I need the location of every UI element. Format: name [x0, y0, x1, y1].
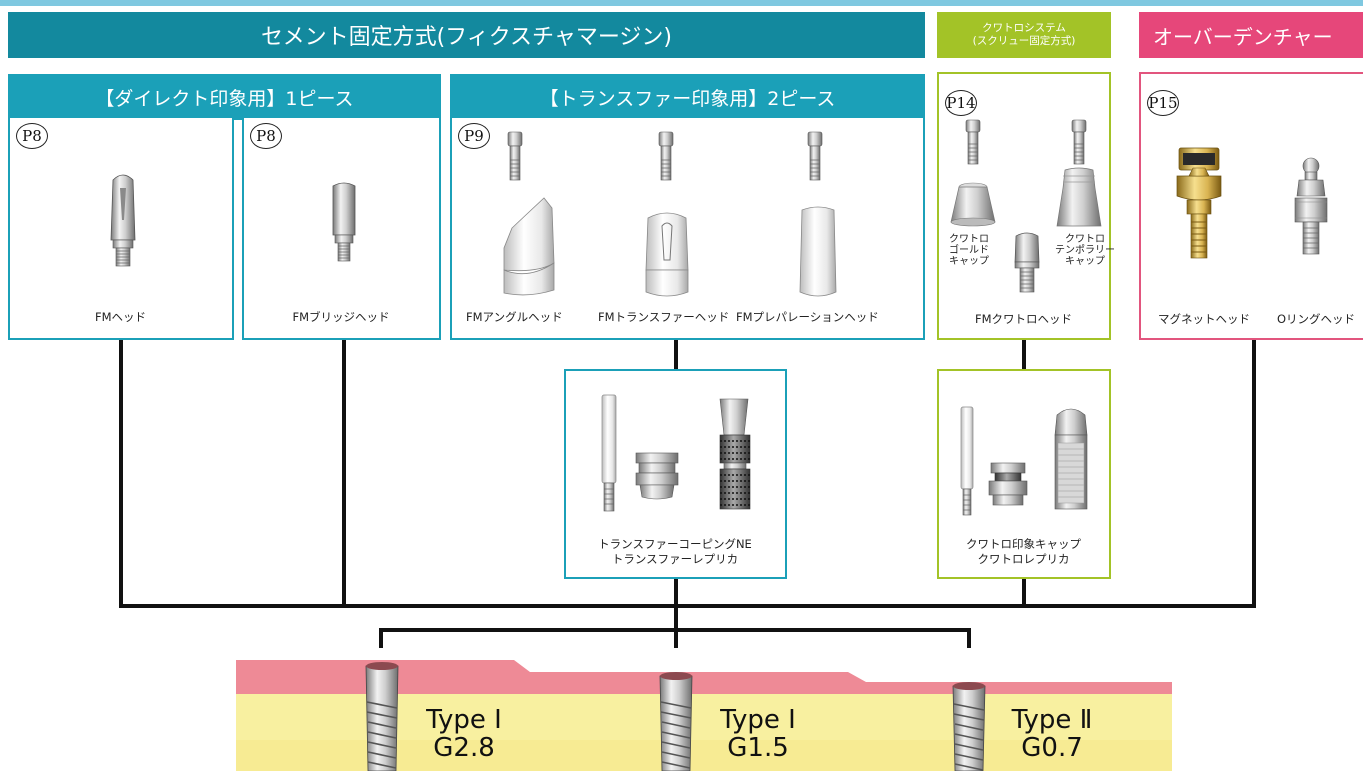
connector-line — [379, 628, 383, 648]
kuwatoro-impression-panel: クワトロ印象キャップ クワトロレプリカ — [937, 369, 1111, 579]
connector-line — [1022, 340, 1026, 369]
implant-type: Type Ⅰ — [426, 705, 502, 735]
fm-head-caption: FMヘッド — [94, 310, 147, 324]
screw-illustration — [658, 131, 674, 181]
connector-line — [119, 340, 123, 608]
implant-grade: G2.8 — [433, 733, 495, 763]
fm-head-illustration — [110, 174, 136, 267]
fm-angle-head-caption: FMアングルヘッド — [466, 310, 563, 324]
fm-transfer-head-caption: FMトランスファーヘッド — [598, 310, 730, 324]
screw-illustration — [807, 131, 823, 181]
connector-line — [674, 579, 678, 648]
cement-fixation-banner: セメント固定方式(フィクスチャマージン) — [8, 12, 925, 58]
direct-impression-header: 【ダイレクト印象用】1ピース — [8, 74, 441, 120]
implant-type: Type Ⅰ — [720, 705, 796, 735]
transfer-impression-title: 【トランスファー印象用】2ピース — [539, 87, 836, 110]
transfer-coping-panel: トランスファーコーピングNE トランスファーレプリカ — [564, 369, 787, 579]
screw-illustration — [1071, 119, 1087, 165]
o-ring-head-caption: Oリングヘッド — [1277, 312, 1356, 326]
connector-line — [1022, 579, 1026, 608]
overdenture-panel: P15 マグネットヘッド Oリングヘッド — [1139, 72, 1363, 340]
fm-head-panel: P8 FMヘッド — [8, 118, 234, 340]
page-ref-badge: P9 — [458, 123, 490, 149]
page-ref-badge: P14 — [945, 90, 977, 116]
screw-illustration — [965, 119, 981, 165]
kuwatoro-temporary-cap-label: クワトロ テンポラリー キャップ — [1055, 234, 1115, 267]
implant-type-label: Type Ⅰ G1.5 — [698, 706, 818, 762]
cement-fixation-title: セメント固定方式(フィクスチャマージン) — [261, 25, 672, 50]
kuwatoro-system-banner: クワトロシステム (スクリュー固定方式) — [937, 12, 1111, 58]
implant-type: Type Ⅱ — [1011, 705, 1093, 735]
implant-illustration — [952, 682, 986, 771]
page-ref-badge: P15 — [1147, 90, 1179, 116]
transfer-impression-header: 【トランスファー印象用】2ピース — [450, 74, 925, 120]
page-ref-badge: P8 — [16, 123, 48, 149]
connector-line — [342, 340, 346, 608]
o-ring-head-illustration — [1294, 157, 1328, 255]
fm-bridge-head-panel: P8 FMブリッジヘッド — [242, 118, 441, 340]
implant-grade: G0.7 — [1021, 733, 1083, 763]
fm-angle-head-illustration — [503, 197, 555, 296]
direct-impression-title: 【ダイレクト印象用】1ピース — [95, 87, 354, 110]
screw-illustration — [507, 131, 523, 181]
kuwatoro-temporary-cap-illustration — [1056, 167, 1102, 227]
fm-preparation-head-caption: FMプレパレーションヘッド — [736, 310, 879, 324]
magnet-head-caption: マグネットヘッド — [1158, 312, 1250, 326]
kuwatoro-impression-illustration — [960, 406, 1088, 516]
transfer-coping-illustration — [601, 394, 751, 512]
connector-bus — [119, 604, 1256, 608]
implant-illustration — [659, 672, 693, 771]
implant-grade: G1.5 — [727, 733, 789, 763]
transfer-two-piece-panel: P9 FMアングルヘッド FMトランスファーヘッド FMプレパレーションヘッド — [450, 118, 925, 340]
fm-bridge-head-illustration — [332, 182, 356, 262]
connector-line — [1252, 340, 1256, 608]
overdenture-banner: オーバーデンチャー — [1139, 12, 1363, 58]
connector-bus — [379, 628, 971, 632]
kuwatoro-impression-caption: クワトロ印象キャップ クワトロレプリカ — [966, 537, 1081, 566]
magnet-head-illustration — [1176, 147, 1222, 259]
implant-illustration — [365, 662, 399, 771]
top-stripe — [0, 0, 1363, 6]
implant-type-label: Type Ⅰ G2.8 — [404, 706, 524, 762]
transfer-coping-caption: トランスファーコーピングNE トランスファーレプリカ — [598, 537, 752, 566]
connector-line — [967, 628, 971, 648]
fm-bridge-head-caption: FMブリッジヘッド — [292, 310, 390, 324]
kuwatoro-gold-cap-label: クワトロ ゴールド キャップ — [949, 234, 989, 267]
fm-kuwatoro-head-caption: FMクワトロヘッド — [974, 312, 1073, 326]
kuwatoro-system-title: クワトロシステム — [982, 22, 1066, 34]
fm-preparation-head-illustration — [799, 206, 837, 297]
kuwatoro-head-panel: P14 クワトロ ゴールド キャップ クワトロ テンポラリー キャップ FMクワ… — [937, 72, 1115, 340]
fm-kuwatoro-head-illustration — [1014, 232, 1040, 293]
implant-type-label: Type Ⅱ G0.7 — [992, 706, 1112, 762]
page-ref-badge: P8 — [250, 123, 282, 149]
fm-transfer-head-illustration — [645, 212, 689, 297]
overdenture-title: オーバーデンチャー — [1153, 24, 1333, 49]
kuwatoro-system-subtitle: (スクリュー固定方式) — [972, 35, 1076, 47]
connector-line — [674, 340, 678, 369]
kuwatoro-gold-cap-illustration — [950, 182, 996, 227]
